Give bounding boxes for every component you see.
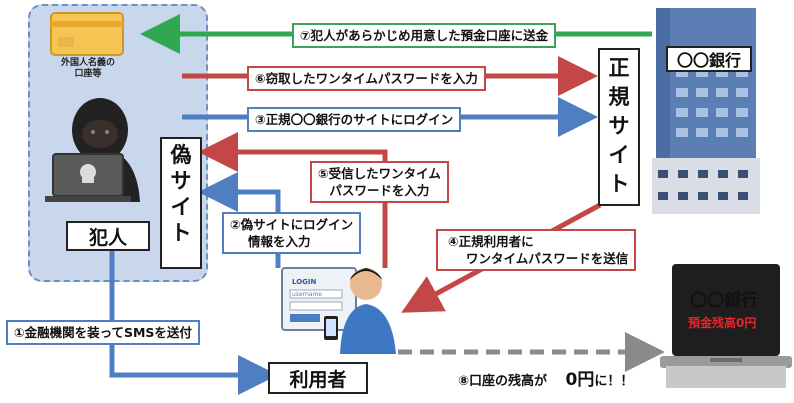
credit-card-icon bbox=[50, 12, 124, 56]
fake-site-label: 偽 サ イ ト bbox=[170, 143, 192, 245]
step3-label: ③正規〇〇銀行のサイトにログイン bbox=[247, 107, 462, 132]
bank-label: 〇〇銀行 bbox=[666, 46, 752, 72]
laptop-bank-name: 〇〇銀行 bbox=[690, 291, 758, 311]
arrow-step5 bbox=[198, 132, 388, 268]
hacker-icon bbox=[45, 98, 140, 202]
foreign-account-label: 外国人名義の 口座等 bbox=[60, 58, 115, 79]
step2-label: ②偽サイトにログイン 情報を入力 bbox=[222, 212, 362, 254]
step6-label: ⑥窃取したワンタイムパスワードを入力 bbox=[247, 66, 486, 91]
criminal-label: 犯人 bbox=[66, 221, 150, 251]
step4-label: ④正規利用者に ワンタイムパスワードを送信 bbox=[436, 229, 637, 271]
laptop-icon bbox=[660, 264, 792, 388]
arrow-step1 bbox=[109, 248, 278, 395]
phone-login-text: LOGIN bbox=[292, 278, 317, 286]
step1-label: ①金融機関を装ってSMSを送付 bbox=[6, 320, 200, 345]
laptop-balance: 預金残高0円 bbox=[688, 316, 757, 330]
bank-building-icon bbox=[652, 8, 760, 214]
step8-label: ⑧口座の残高が 0円に！！ bbox=[458, 370, 634, 390]
step7-label: ⑦犯人があらかじめ用意した預金口座に送金 bbox=[292, 23, 557, 48]
real-site-box bbox=[598, 48, 640, 206]
phone-username-text: username bbox=[292, 291, 322, 298]
user-label: 利用者 bbox=[268, 362, 368, 394]
step5-label: ⑤受信したワンタイム パスワードを入力 bbox=[310, 161, 449, 203]
real-site-label: 正 規 サ イ ト bbox=[608, 56, 630, 196]
user-smartphone-icon: LOGIN username bbox=[281, 267, 396, 354]
fake-site-box bbox=[160, 137, 202, 269]
